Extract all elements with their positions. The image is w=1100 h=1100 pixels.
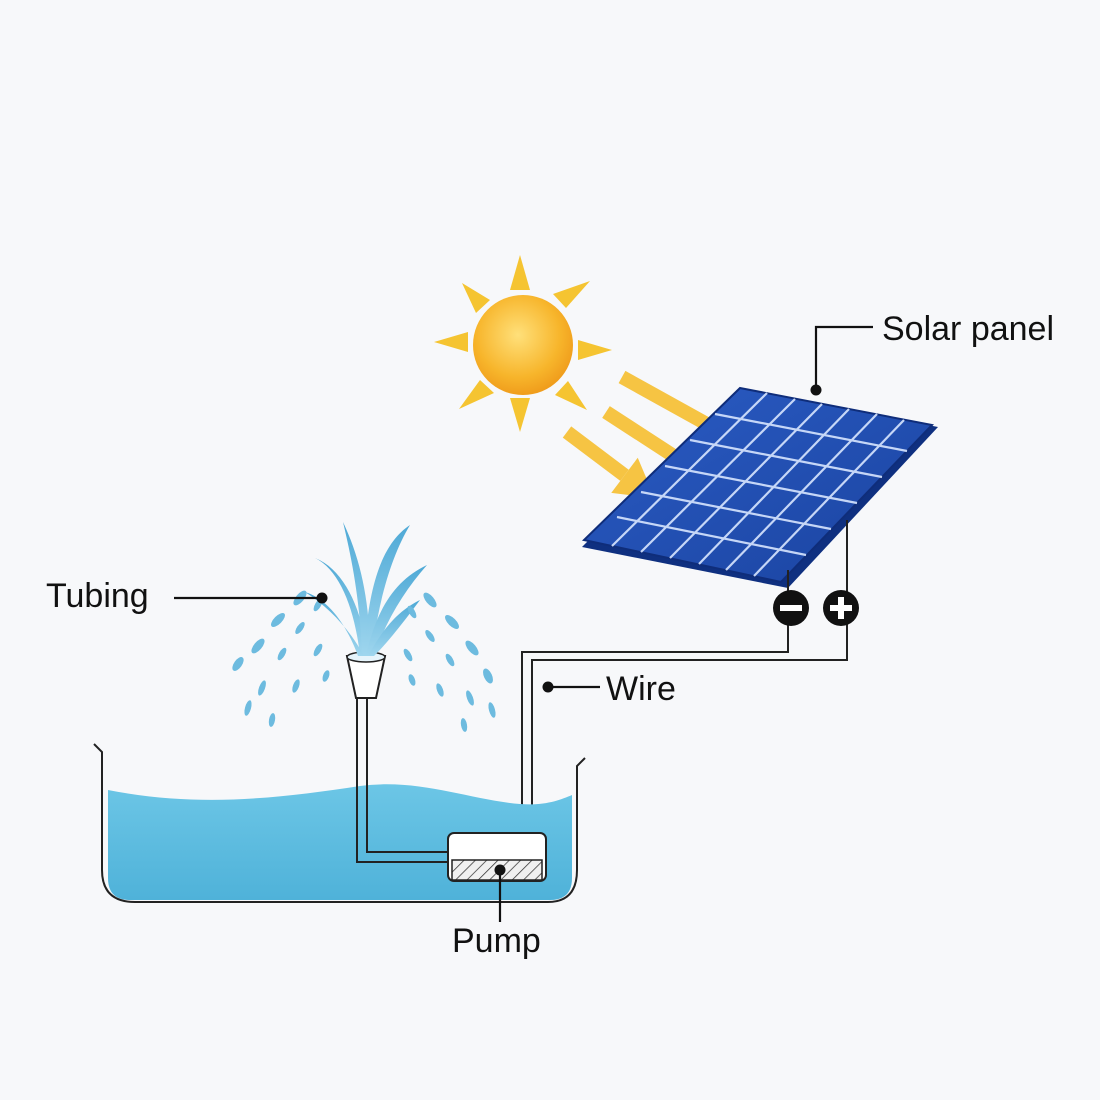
- solar-panel-icon: [581, 386, 938, 588]
- callout-pump: Pump: [452, 864, 541, 960]
- label-solar-panel: Solar panel: [882, 310, 1054, 348]
- label-pump: Pump: [452, 922, 541, 960]
- label-wire: Wire: [606, 670, 676, 708]
- positive-terminal-icon: [823, 590, 859, 626]
- callout-solar-panel: Solar panel: [810, 310, 1054, 396]
- callout-tubing: Tubing: [46, 577, 328, 615]
- tubing: [356, 698, 452, 863]
- negative-terminal-icon: [773, 590, 809, 626]
- callout-wire: Wire: [542, 670, 676, 708]
- label-tubing: Tubing: [46, 577, 149, 615]
- fountain-icon: [232, 522, 496, 732]
- sun-icon: [434, 255, 612, 432]
